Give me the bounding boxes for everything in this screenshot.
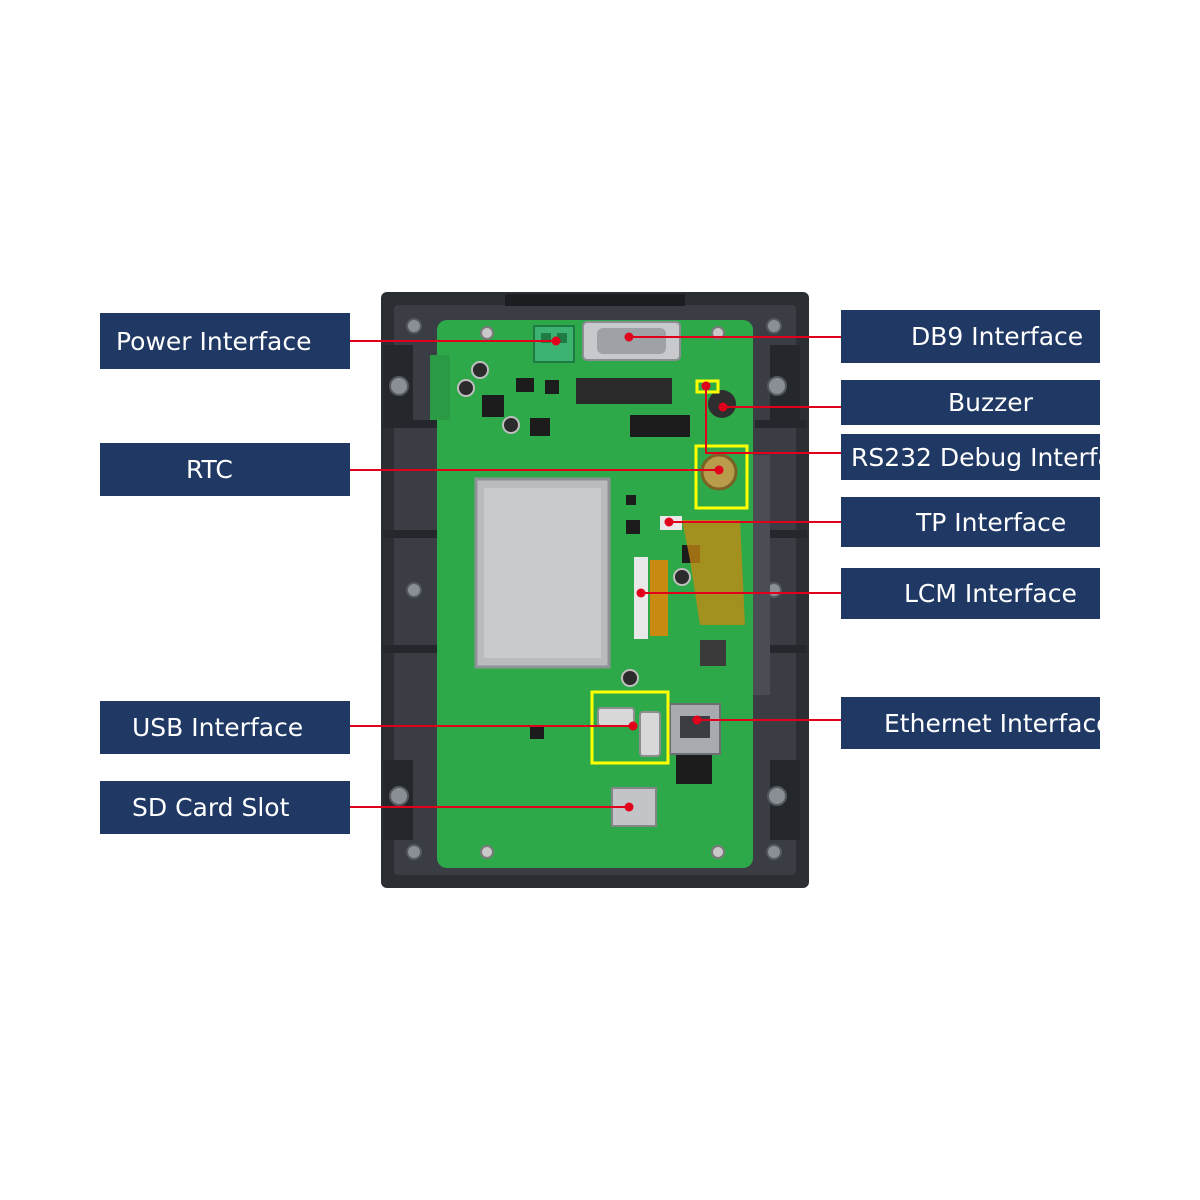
label-buzzer: Buzzer bbox=[841, 380, 1100, 425]
label-tp-interface: TP Interface bbox=[841, 497, 1100, 547]
label-db9-interface: DB9 Interface bbox=[841, 310, 1100, 363]
leader-dots bbox=[551, 332, 728, 812]
leader-rs232 bbox=[705, 386, 841, 454]
power-pin bbox=[541, 333, 551, 343]
highlight-boxes bbox=[590, 379, 749, 765]
ethernet-socket bbox=[680, 716, 710, 738]
pcb-components bbox=[482, 378, 726, 784]
tp-flex bbox=[682, 520, 745, 625]
enclosure-screws bbox=[389, 318, 787, 860]
enclosure-top-lip bbox=[505, 294, 685, 306]
flex-strip bbox=[752, 455, 770, 695]
db9-shell bbox=[597, 328, 666, 354]
rf-shield-inner bbox=[484, 488, 601, 658]
label-lcm-interface: LCM Interface bbox=[841, 568, 1100, 619]
label-ethernet-interface: Ethernet Interface bbox=[841, 697, 1100, 749]
label-sd-card-slot: SD Card Slot bbox=[100, 781, 350, 834]
power-pin bbox=[557, 333, 567, 343]
pcb-left-tab bbox=[430, 355, 450, 420]
capacitors bbox=[457, 361, 691, 687]
lcm-connector bbox=[634, 557, 648, 639]
lcm-flex bbox=[650, 560, 668, 636]
label-power-interface: Power Interface bbox=[100, 313, 350, 369]
usb-port-b bbox=[639, 711, 661, 757]
label-rtc: RTC bbox=[100, 443, 350, 496]
usb-port-a bbox=[597, 707, 635, 727]
label-rs232-debug-interface: RS232 Debug Interfa bbox=[841, 434, 1100, 480]
leader-lines bbox=[350, 336, 841, 808]
label-usb-interface: USB Interface bbox=[100, 701, 350, 754]
